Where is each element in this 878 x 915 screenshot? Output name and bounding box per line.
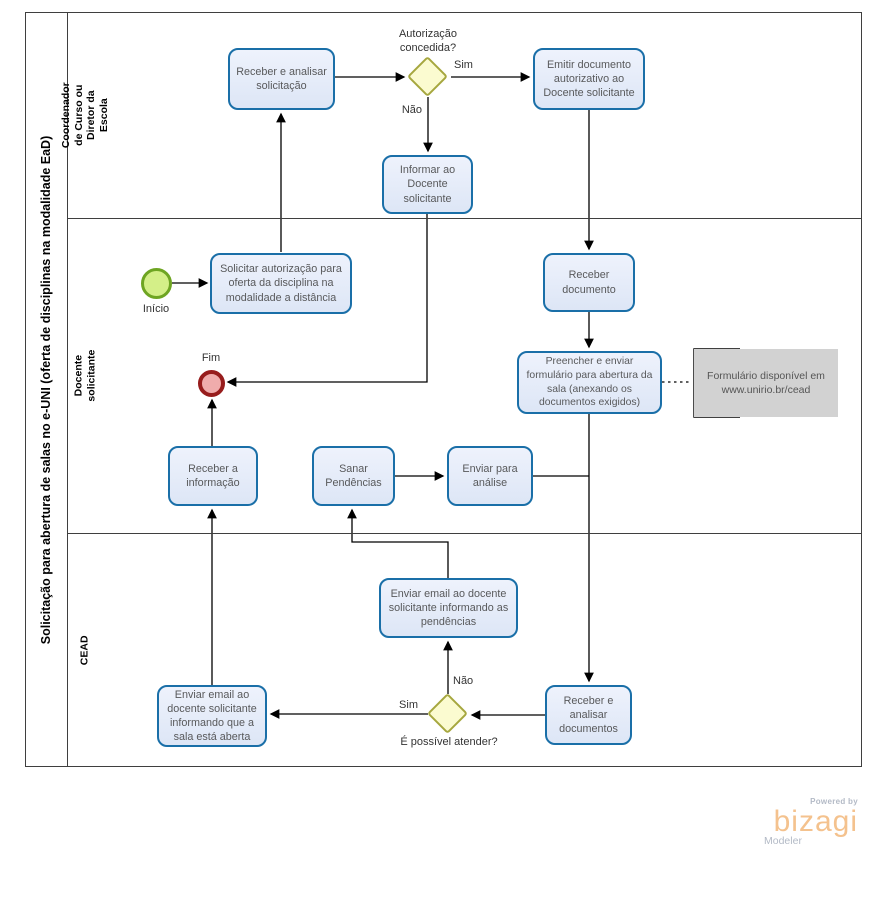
task-informar-docente: Informar ao Docente solicitante [382,155,473,214]
gateway1-label-sim: Sim [454,59,473,71]
annotation-formulario: Formulário disponível em www.unirio.br/c… [694,349,838,417]
fim-text: Fim [201,352,221,364]
task-label: Receber e analisar solicitação [236,65,327,92]
bizagi-wordmark: bizagi [773,805,858,838]
pool-border [25,12,862,767]
task-preencher-enviar-formulario: Preencher e enviar formulário para abert… [517,351,662,414]
task-emitir-documento: Emitir documento autorizativo ao Docente… [533,48,645,110]
task-enviar-email-sala-aberta: Enviar email ao docente solicitante info… [157,685,267,747]
task-sanar-pendencias: Sanar Pendências [312,446,395,506]
start-event [141,268,172,299]
task-label: Receber e analisar documentos [559,694,618,736]
task-label: Enviar para análise [462,462,518,489]
lane-divider-2 [67,533,862,534]
task-solicitar-autorizacao: Solicitar autorização para oferta da dis… [210,253,352,314]
task-label: Enviar email ao docente solicitante info… [388,587,509,629]
start-event-label: Início [126,303,186,315]
task-enviar-email-pendencias: Enviar email ao docente solicitante info… [379,578,518,638]
nao-text: Não [401,104,422,116]
end-event-label: Fim [188,352,234,364]
gateway1-question-text: Autorização concedida? [398,28,458,54]
lane-coordenador: Coordenador de Curso ou Diretor da Escol… [60,12,110,218]
lane-divider-1 [67,218,862,219]
end-event [198,370,225,397]
gateway1-label-nao: Não [390,104,422,116]
task-receber-analisar-solicitacao: Receber e analisar solicitação [228,48,335,110]
gateway2-label-sim: Sim [392,699,418,711]
task-label: Emitir documento autorizativo ao Docente… [543,58,635,100]
gateway2-question: É possível atender? [390,736,508,748]
gateway2-question-text: É possível atender? [400,736,498,748]
bizagi-logo: Powered by bizagi Modeler [758,797,858,847]
lane-cead: CEAD [68,533,102,767]
task-label: Informar ao Docente solicitante [399,164,456,205]
sim-text: Sim [454,59,473,71]
gateway1-question: Autorização concedida? [378,28,478,56]
task-receber-informacao: Receber a informação [168,446,258,506]
task-label: Receber a informação [186,462,240,489]
annotation-text: Formulário disponível em www.unirio.br/c… [707,369,825,396]
task-enviar-para-analise: Enviar para análise [447,446,533,506]
task-label: Receber documento [562,269,616,296]
task-label: Solicitar autorização para oferta da dis… [220,263,342,304]
lane-coordenador-label: Coordenador de Curso ou Diretor da Escol… [59,82,110,148]
pool-title-text: Solicitação para abertura de salas no e-… [39,135,54,644]
lane-cead-label: CEAD [78,635,91,665]
task-receber-documento: Receber documento [543,253,635,312]
inicio-text: Início [142,303,170,315]
nao-text: Não [453,675,474,687]
lane-docente: Docente solicitante [68,218,102,533]
modeler-text: Modeler [764,835,802,847]
sim-text: Sim [399,699,418,711]
pool-lane-divider [67,12,68,767]
task-label: Enviar email ao docente solicitante info… [167,688,257,744]
gateway2-label-nao: Não [453,675,473,687]
powered-by-text: Powered by [810,797,858,806]
task-label: Sanar Pendências [325,462,382,489]
lane-docente-label: Docente solicitante [72,349,97,402]
task-label: Preencher e enviar formulário para abert… [526,356,653,409]
task-receber-analisar-documentos: Receber e analisar documentos [545,685,632,745]
